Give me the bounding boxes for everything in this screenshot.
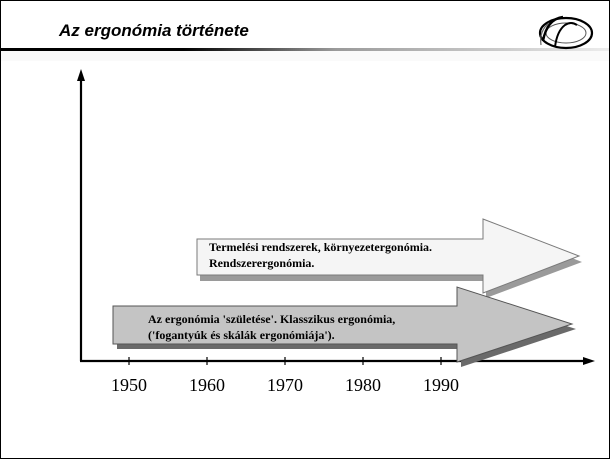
upper-arrow-label-line: Rendszerergonómia. (209, 256, 315, 270)
upper-arrow-label-line: Termelési rendszerek, környezetergonómia… (209, 240, 433, 254)
horizontal-axis-arrowhead (583, 357, 595, 365)
lower-arrow (112, 286, 574, 363)
slide-title: Az ergonómia története (59, 21, 249, 40)
lower-arrow-label-line: ('fogantyúk és skálák ergonómiája'). (148, 328, 335, 342)
year-label: 1980 (345, 375, 381, 395)
year-label: 1960 (189, 375, 225, 395)
year-label: 1990 (423, 375, 459, 395)
ergonomics-logo-icon (538, 15, 594, 50)
year-label: 1950 (111, 375, 147, 395)
lower-arrow-label: Az ergonómia 'születése'. Klasszikus erg… (148, 311, 395, 343)
vertical-axis-arrowhead (77, 69, 85, 81)
lower-arrow-label-line: Az ergonómia 'születése'. Klasszikus erg… (148, 312, 396, 326)
year-label: 1970 (267, 375, 303, 395)
axis-ticks (128, 357, 442, 365)
title-rule (1, 48, 609, 61)
upper-arrow (196, 218, 581, 294)
upper-arrow-label: Termelési rendszerek, környezetergonómia… (209, 239, 432, 271)
